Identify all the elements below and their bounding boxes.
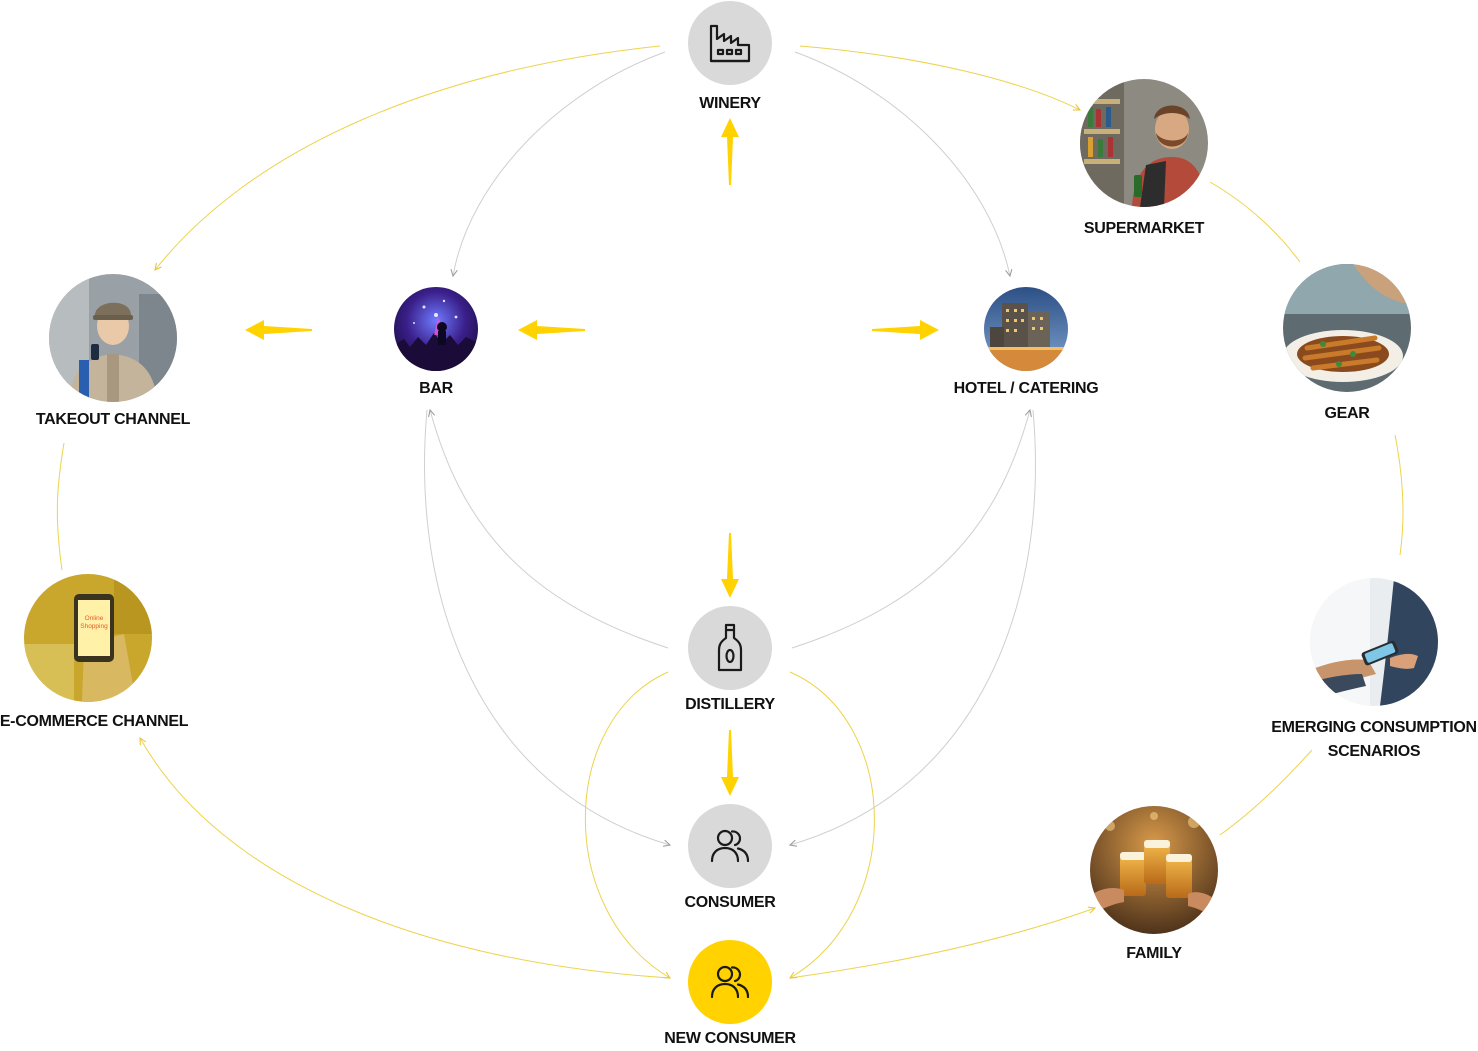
supermarket-circle[interactable]: [1080, 79, 1208, 207]
arrow-left-to-takeout: [245, 320, 312, 340]
hotel-circle[interactable]: [984, 287, 1068, 371]
winery-label: WINERY: [699, 95, 761, 112]
winery-circle[interactable]: [688, 1, 772, 85]
concert-crowd-photo: [394, 287, 478, 371]
beer-toast-photo: [1090, 806, 1218, 934]
gear-label: GEAR: [1324, 405, 1370, 422]
consumer-circle[interactable]: [688, 804, 772, 888]
bar-label: BAR: [419, 380, 453, 397]
link-supermarket-gear: [1209, 181, 1301, 263]
emerging-circle[interactable]: [1310, 578, 1438, 706]
arrow-up-to-winery: [721, 118, 739, 185]
link-newconsumer-ecommerce: [140, 738, 671, 979]
distillery-circle[interactable]: [688, 606, 772, 690]
mobile-payment-photo: [1310, 578, 1438, 706]
new-consumer-circle[interactable]: [688, 940, 772, 1024]
arrow-right-to-hotel: [872, 320, 939, 340]
link-winery-supermarket: [799, 45, 1080, 110]
bottle-icon: [717, 623, 743, 672]
new-consumer-label: NEW CONSUMER: [664, 1030, 796, 1047]
hotel-building-photo: [984, 287, 1068, 371]
arrow-left-to-bar: [518, 320, 585, 340]
online-shopping-phone-photo: Online Shopping: [24, 574, 152, 702]
link-winery-hotel: [794, 51, 1010, 276]
factory-icon: [709, 24, 751, 63]
link-distillery-newconsumer-left: [584, 671, 670, 978]
arrow-down-to-distillery: [721, 533, 739, 598]
gear-circle[interactable]: [1283, 264, 1411, 392]
ecommerce-label: E-COMMERCE CHANNEL: [0, 713, 189, 730]
supermarket-label: SUPERMARKET: [1083, 220, 1205, 237]
family-circle[interactable]: [1090, 806, 1218, 934]
users-icon: [710, 829, 750, 863]
svg-text:Shopping: Shopping: [80, 623, 108, 630]
link-newconsumer-family: [789, 908, 1095, 979]
arrow-down-to-consumer: [721, 730, 739, 796]
emerging-label: EMERGING CONSUMPTION SCENARIOS: [1271, 719, 1477, 760]
link-emerging-family: [1219, 749, 1313, 836]
takeout-label: TAKEOUT CHANNEL: [35, 411, 191, 428]
link-distillery-bar: [430, 410, 669, 649]
consumer-label: CONSUMER: [684, 894, 776, 911]
family-label: FAMILY: [1126, 945, 1182, 962]
hotel-label: HOTEL / CATERING: [953, 380, 1099, 397]
takeout-circle[interactable]: [49, 274, 177, 402]
distillery-label: DISTILLERY: [685, 696, 775, 713]
link-bar-consumer: [424, 409, 670, 845]
link-distillery-newconsumer-right: [790, 671, 875, 978]
supermarket-shopper-photo: [1080, 79, 1208, 207]
barbecue-skewers-photo: [1283, 264, 1411, 392]
delivery-worker-photo: [49, 274, 177, 402]
link-hotel-consumer: [790, 409, 1036, 845]
link-winery-takeout: [155, 45, 661, 270]
svg-text:Online: Online: [85, 615, 104, 622]
link-distillery-hotel: [791, 410, 1030, 649]
bar-circle[interactable]: [394, 287, 478, 371]
link-winery-bar: [453, 51, 666, 276]
ecommerce-circle[interactable]: Online Shopping: [24, 574, 152, 702]
users-icon: [710, 965, 750, 999]
link-ecommerce-takeout: [56, 442, 65, 571]
link-gear-emerging: [1394, 434, 1404, 556]
